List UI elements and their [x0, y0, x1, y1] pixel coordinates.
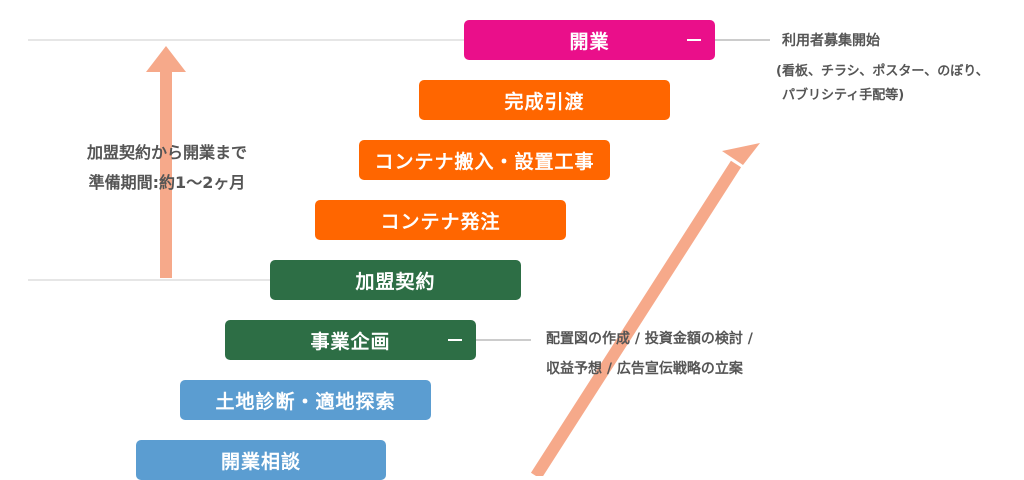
period-label-line-1: 加盟契約から開業まで [86, 143, 247, 162]
planning-note-connector [476, 339, 531, 341]
step-opening: 開業 [464, 20, 715, 60]
period-arrow [146, 46, 186, 278]
step-container-order: コンテナ発注 [315, 200, 566, 240]
step-business-planning-tick [448, 339, 462, 341]
opening-note-detail-2: パブリシティ手配等) [782, 88, 905, 103]
step-land-survey-label: 土地診断・適地探索 [215, 390, 396, 413]
step-opening-tick [687, 39, 701, 41]
step-opening-label: 開業 [569, 30, 610, 53]
period-label-line-2: 準備期間:約1〜2ヶ月 [88, 173, 246, 192]
bottom-guide-line [28, 279, 272, 281]
opening-note-title: 利用者募集開始 [782, 33, 880, 49]
step-franchise-contract: 加盟契約 [270, 260, 521, 300]
period-label: 加盟契約から開業まで 準備期間:約1〜2ヶ月 [62, 138, 272, 198]
opening-note-detail-1: (看板、チラシ、ポスター、のぼり、 [776, 64, 989, 79]
step-container-installation-label: コンテナ搬入・設置工事 [374, 150, 595, 173]
planning-note-line-2: 収益予想 / 広告宣伝戦略の立案 [546, 361, 743, 377]
step-franchise-contract-label: 加盟契約 [355, 270, 436, 293]
step-handover: 完成引渡 [419, 80, 670, 120]
step-business-planning-label: 事業企画 [310, 330, 391, 353]
opening-note-connector [715, 39, 770, 41]
step-container-installation: コンテナ搬入・設置工事 [359, 140, 610, 180]
step-container-order-label: コンテナ発注 [380, 210, 501, 233]
growth-arrow [530, 143, 760, 476]
step-handover-label: 完成引渡 [504, 90, 585, 113]
step-land-survey: 土地診断・適地探索 [180, 380, 431, 420]
top-guide-line [28, 39, 468, 41]
step-business-planning: 事業企画 [225, 320, 476, 360]
planning-note-line-1: 配置図の作成 / 投資金額の検討 / [546, 331, 753, 347]
step-consultation: 開業相談 [136, 440, 386, 480]
step-consultation-label: 開業相談 [220, 450, 301, 473]
